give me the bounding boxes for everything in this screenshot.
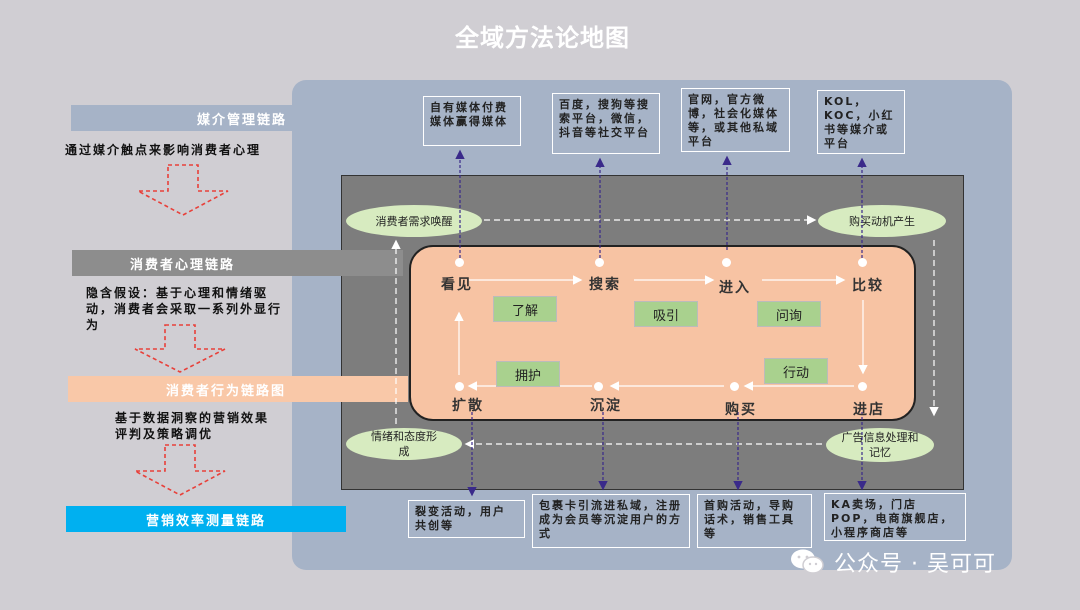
tag-understand: 了解 (493, 296, 557, 322)
bottom-box-ka: KA卖场，门店POP，电商旗舰店，小程序商店等 (824, 493, 966, 541)
page-title: 全域方法论地图 (455, 24, 630, 52)
behavior-loop-box (409, 245, 916, 421)
bottom-box-private: 包裹卡引流进私域，注册成为会员等沉淀用户的方式 (532, 494, 690, 548)
bar-measure-chain: 营销效率测量链路 (66, 506, 346, 532)
text-media-chain: 通过媒介触点来影响消费者心理 (65, 143, 262, 157)
red-dashed-down-arrow-icon (134, 444, 226, 496)
bottom-box-fission: 裂变活动，用户共创等 (408, 500, 525, 538)
step-compare: 比较 (852, 278, 884, 294)
node-dot-enter (722, 258, 731, 267)
ellipse-demand-awakening: 消费者需求唤醒 (346, 205, 482, 237)
node-dot-buy (730, 382, 739, 391)
red-dashed-down-arrow-icon (134, 324, 226, 373)
step-spread: 扩散 (452, 398, 484, 414)
node-dot-store (858, 382, 867, 391)
red-dashed-down-arrow-icon (137, 164, 229, 216)
tag-inquire: 问询 (757, 301, 821, 327)
top-box-kol: KOL，KOC，小红书等媒介或平台 (817, 90, 905, 154)
ellipse-purchase-motive: 购买动机产生 (818, 205, 946, 237)
top-box-search: 百度，搜狗等搜索平台，微信，抖音等社交平台 (552, 93, 660, 154)
step-settle: 沉淀 (590, 398, 622, 414)
step-see: 看见 (441, 277, 473, 293)
node-dot-search (595, 258, 604, 267)
tag-act: 行动 (764, 358, 828, 384)
bar-behavior-chain: 消费者行为链路图 (68, 376, 408, 402)
top-box-official: 官网，官方微博，社会化媒体等，或其他私域平台 (681, 88, 790, 152)
node-dot-spread (455, 382, 464, 391)
tag-maintain: 拥护 (496, 361, 560, 387)
watermark: 公众号 · 吴可可 (790, 546, 996, 578)
node-dot-see (455, 258, 464, 267)
bar-psych-extension (293, 250, 403, 276)
bar-psych-chain: 消费者心理链路 (72, 250, 293, 276)
bar-media-chain: 媒介管理链路 (71, 105, 293, 131)
node-dot-compare (858, 258, 867, 267)
step-store: 进店 (853, 402, 885, 418)
wechat-icon (791, 549, 824, 574)
watermark-text: 公众号 · 吴可可 (834, 552, 996, 577)
ellipse-emotion-attitude: 情绪和态度形成 (346, 428, 462, 460)
step-buy: 购买 (725, 402, 757, 418)
step-enter: 进入 (719, 280, 751, 296)
tag-attract: 吸引 (634, 301, 698, 327)
text-behavior-chain: 基于数据洞察的营销效果评判及策略调优 (115, 411, 270, 441)
step-search: 搜索 (589, 277, 621, 293)
text-psych-chain: 隐含假设：基于心理和情绪驱动，消费者会采取一系列外显行为 (86, 286, 283, 332)
ellipse-ad-processing: 广告信息处理和记忆 (826, 428, 934, 462)
bottom-box-first-purchase: 首购活动，导购话术，销售工具等 (697, 494, 812, 548)
node-dot-settle (594, 382, 603, 391)
top-box-media: 自有媒体付费媒体赢得媒体 (423, 96, 521, 146)
